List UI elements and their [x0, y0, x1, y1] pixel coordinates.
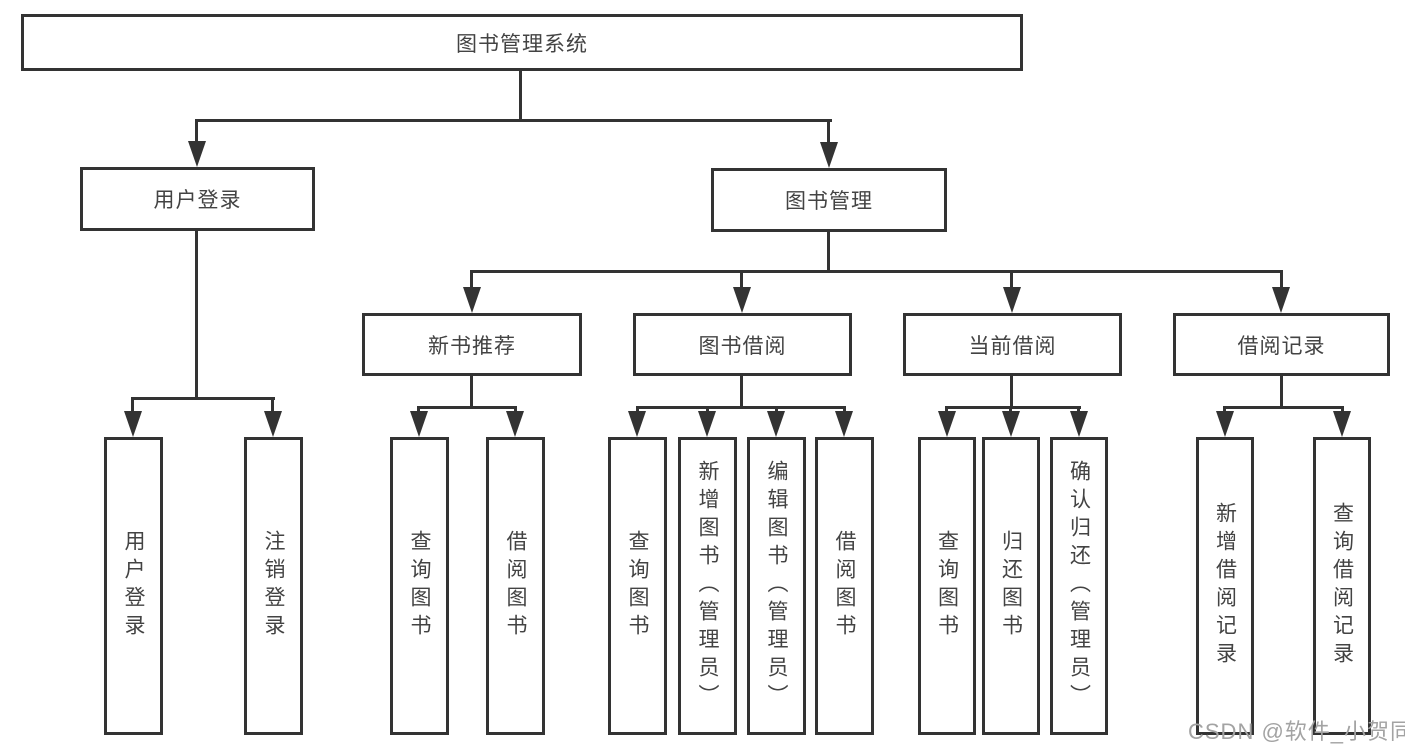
- connector-shaft: [131, 397, 134, 411]
- connector-bar: [417, 406, 517, 409]
- node-current-borrowing: 当前借阅: [903, 313, 1122, 376]
- arrow-down-icon: [410, 411, 428, 437]
- arrow-down-icon: [1070, 411, 1088, 437]
- node-label: 图书管理: [785, 190, 873, 213]
- connector-shaft: [636, 406, 639, 411]
- connector-user-login-stem: [195, 231, 198, 397]
- leaf-label: 新增借阅记录: [1213, 502, 1237, 670]
- leaf-return-book: 归还图书: [982, 437, 1040, 735]
- connector-shaft: [1009, 406, 1012, 411]
- node-book-management: 图书管理: [711, 168, 947, 232]
- leaf-label: 查询图书: [935, 530, 959, 642]
- node-label: 新书推荐: [428, 334, 516, 358]
- leaf-label: 查询借阅记录: [1330, 502, 1354, 670]
- leaf-add-book-admin: 新增图书（管理员）: [678, 437, 737, 735]
- connector-book-mgmt-stem: [827, 232, 830, 270]
- connector-shaft: [945, 406, 948, 411]
- node-library-management-system: 图书管理系统: [21, 14, 1023, 71]
- csdn-watermark: CSDN @软件_小贺同学: [1188, 719, 1405, 744]
- arrow-down-icon: [463, 287, 481, 313]
- arrow-down-icon: [264, 411, 282, 437]
- arrow-down-icon: [188, 141, 206, 167]
- connector-shaft: [1077, 406, 1080, 411]
- connector-shaft: [843, 406, 846, 411]
- arrow-down-icon: [1272, 287, 1290, 313]
- leaf-borrow-books-recommend: 借阅图书: [486, 437, 545, 735]
- connector-stem: [740, 376, 743, 406]
- leaf-label: 查询图书: [626, 530, 649, 642]
- arrow-down-icon: [628, 411, 646, 437]
- leaf-query-borrow-record: 查询借阅记录: [1313, 437, 1371, 735]
- arrow-down-icon: [835, 411, 853, 437]
- arrow-down-icon: [1002, 411, 1020, 437]
- arrow-down-icon: [820, 142, 838, 168]
- connector-shaft: [1280, 270, 1283, 287]
- arrow-down-icon: [1003, 287, 1021, 313]
- arrow-down-icon: [733, 287, 751, 313]
- connector-shaft: [740, 270, 743, 287]
- connector-bar: [945, 406, 1081, 409]
- leaf-label: 新增图书（管理员）: [696, 460, 719, 712]
- leaf-confirm-return-admin: 确认归还（管理员）: [1050, 437, 1108, 735]
- connector-bar: [1223, 406, 1344, 409]
- connector-shaft: [1010, 270, 1013, 287]
- connector-shaft: [417, 406, 420, 411]
- leaf-logout: 注销登录: [244, 437, 303, 735]
- connector-user-login-shaft: [195, 119, 198, 141]
- node-label: 借阅记录: [1237, 334, 1326, 358]
- leaf-label: 借阅图书: [833, 530, 856, 642]
- leaf-label: 注销登录: [262, 530, 285, 642]
- leaf-borrow-books-borrowing: 借阅图书: [815, 437, 874, 735]
- leaf-label: 归还图书: [999, 530, 1023, 642]
- arrow-down-icon: [767, 411, 785, 437]
- node-borrowing-records: 借阅记录: [1173, 313, 1390, 376]
- connector-stem: [470, 376, 473, 406]
- arrow-down-icon: [124, 411, 142, 437]
- leaf-query-books-borrowing: 查询图书: [608, 437, 667, 735]
- connector-stem: [1010, 376, 1013, 406]
- node-label: 图书借阅: [698, 334, 787, 358]
- connector-stem: [1280, 376, 1283, 406]
- leaf-label: 查询图书: [408, 530, 431, 642]
- leaf-edit-book-admin: 编辑图书（管理员）: [747, 437, 806, 735]
- connector-shaft: [775, 406, 778, 411]
- arrow-down-icon: [1216, 411, 1234, 437]
- connector-shaft: [271, 397, 274, 411]
- arrow-down-icon: [506, 411, 524, 437]
- node-label: 用户登录: [153, 189, 242, 212]
- arrow-down-icon: [1333, 411, 1351, 437]
- node-label: 当前借阅: [968, 334, 1057, 358]
- leaf-label: 用户登录: [122, 530, 145, 642]
- leaf-query-books-current: 查询图书: [918, 437, 976, 735]
- leaf-user-login: 用户登录: [104, 437, 163, 735]
- connector-shaft: [470, 270, 473, 287]
- arrow-down-icon: [698, 411, 716, 437]
- connector-root-stem: [519, 71, 522, 119]
- node-new-book-recommend: 新书推荐: [362, 313, 582, 376]
- connector-user-login-bar: [131, 397, 275, 400]
- connector-bar: [636, 406, 846, 409]
- leaf-query-books-recommend: 查询图书: [390, 437, 449, 735]
- connector-shaft: [706, 406, 709, 411]
- node-label: 图书管理系统: [456, 32, 588, 56]
- connector-shaft: [1341, 406, 1344, 411]
- leaf-label: 确认归还（管理员）: [1067, 460, 1091, 712]
- connector-book-mgmt-bar: [470, 270, 1283, 273]
- arrow-down-icon: [938, 411, 956, 437]
- leaf-label: 编辑图书（管理员）: [765, 460, 788, 712]
- node-user-login: 用户登录: [80, 167, 315, 231]
- connector-shaft: [1223, 406, 1226, 411]
- node-book-borrowing: 图书借阅: [633, 313, 852, 376]
- connector-root-bar: [196, 119, 832, 122]
- connector-book-mgmt-shaft: [827, 119, 830, 142]
- leaf-label: 借阅图书: [504, 530, 527, 642]
- connector-shaft: [514, 406, 517, 411]
- leaf-add-borrow-record: 新增借阅记录: [1196, 437, 1254, 735]
